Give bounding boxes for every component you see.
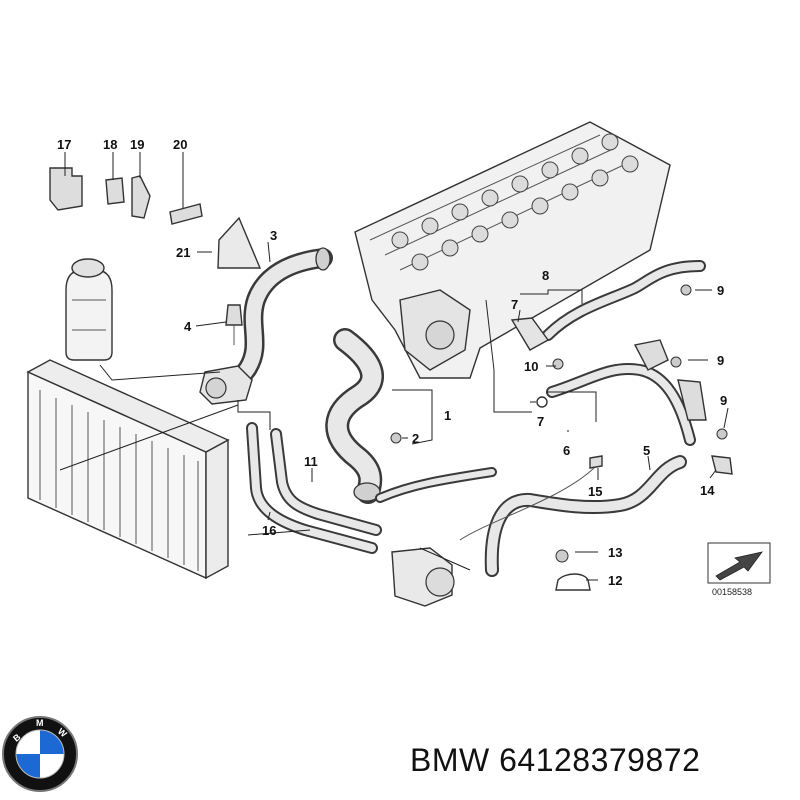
part-number-caption: BMW 64128379872: [410, 742, 700, 779]
callout-11: 11: [304, 454, 318, 469]
brand-label: BMW: [410, 742, 490, 778]
reference-code: 00158538: [712, 587, 752, 597]
bmw-logo: B M W: [2, 716, 78, 792]
callout-14: 14: [700, 483, 715, 498]
expansion-tank: [65, 258, 113, 361]
callout-16: 16: [262, 523, 276, 538]
callout-1: 1: [444, 408, 451, 423]
callout-numbers: 17 18 19 20 21 3 4 8 9 7 10 9 1 2 7 6 9 …: [57, 137, 727, 588]
leader-lines: [59, 152, 729, 581]
callout-20: 20: [173, 137, 187, 152]
callout-10: 10: [524, 359, 538, 374]
callout-13: 13: [608, 545, 622, 560]
callout-4: 4: [184, 319, 192, 334]
callout-15: 15: [588, 484, 602, 499]
callout-12: 12: [608, 573, 622, 588]
callout-7-b: 7: [537, 414, 544, 429]
part-number-label: 64128379872: [499, 742, 701, 778]
svg-text:M: M: [36, 718, 44, 728]
callout-6: 6: [563, 443, 570, 458]
water-pump: [391, 547, 455, 607]
callout-19: 19: [130, 137, 144, 152]
callout-3: 3: [270, 228, 277, 243]
radiator: [26, 359, 230, 580]
callout-7-a: 7: [511, 297, 518, 312]
callout-21: 21: [176, 245, 190, 260]
callout-5: 5: [643, 443, 650, 458]
svg-text:B: B: [11, 731, 23, 743]
fittings: [49, 167, 733, 591]
callout-9-b: 9: [717, 353, 724, 368]
coolant-hoses: [204, 247, 706, 577]
callout-2: 2: [412, 431, 419, 446]
callout-18: 18: [103, 137, 117, 152]
reference-box: 00158538: [707, 542, 771, 597]
thermostat-housing: [199, 365, 253, 405]
callout-9-a: 9: [717, 283, 724, 298]
callout-17: 17: [57, 137, 71, 152]
callout-8: 8: [542, 268, 549, 283]
cylinder-head: [354, 121, 671, 379]
callout-9-c: 9: [720, 393, 727, 408]
